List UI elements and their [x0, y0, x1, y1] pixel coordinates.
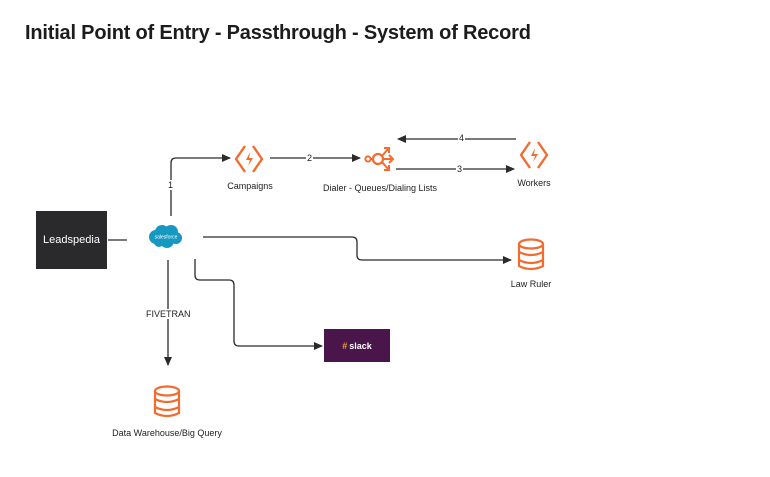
edge-salesforce-lawruler — [203, 236, 512, 264]
data-warehouse-label: Data Warehouse/Big Query — [112, 428, 222, 438]
database-icon — [517, 238, 545, 271]
workers-label: Workers — [517, 178, 551, 188]
edge-label-2: 2 — [306, 153, 314, 163]
slack-label: slack — [349, 340, 372, 351]
salesforce-cloud-icon: salesforce — [149, 225, 182, 248]
edge-salesforce-slack — [194, 259, 323, 350]
edge-label-4: 4 — [458, 133, 466, 143]
edge-label-fivetran: FIVETRAN — [145, 309, 192, 319]
campaigns-label: Campaigns — [227, 181, 273, 191]
salesforce-logo-text: salesforce — [155, 235, 178, 241]
lightning-chevron-icon — [234, 145, 264, 173]
slack-hash-icon: # — [342, 340, 348, 351]
edge-salesforce-campaigns — [170, 154, 231, 216]
law-ruler-label: Law Ruler — [510, 279, 552, 289]
edge-label-1: 1 — [167, 180, 175, 190]
share-fork-icon — [364, 147, 395, 171]
dialer-label: Dialer - Queues/Dialing Lists — [322, 183, 438, 193]
page-title: Initial Point of Entry - Passthrough - S… — [25, 22, 531, 44]
leadspedia-node[interactable]: Leadspedia — [36, 211, 107, 269]
leadspedia-label: Leadspedia — [43, 234, 100, 246]
database-icon — [153, 385, 181, 418]
lightning-chevron-icon — [519, 141, 549, 169]
edge-label-3: 3 — [456, 164, 464, 174]
slack-node[interactable]: # slack — [324, 329, 390, 362]
